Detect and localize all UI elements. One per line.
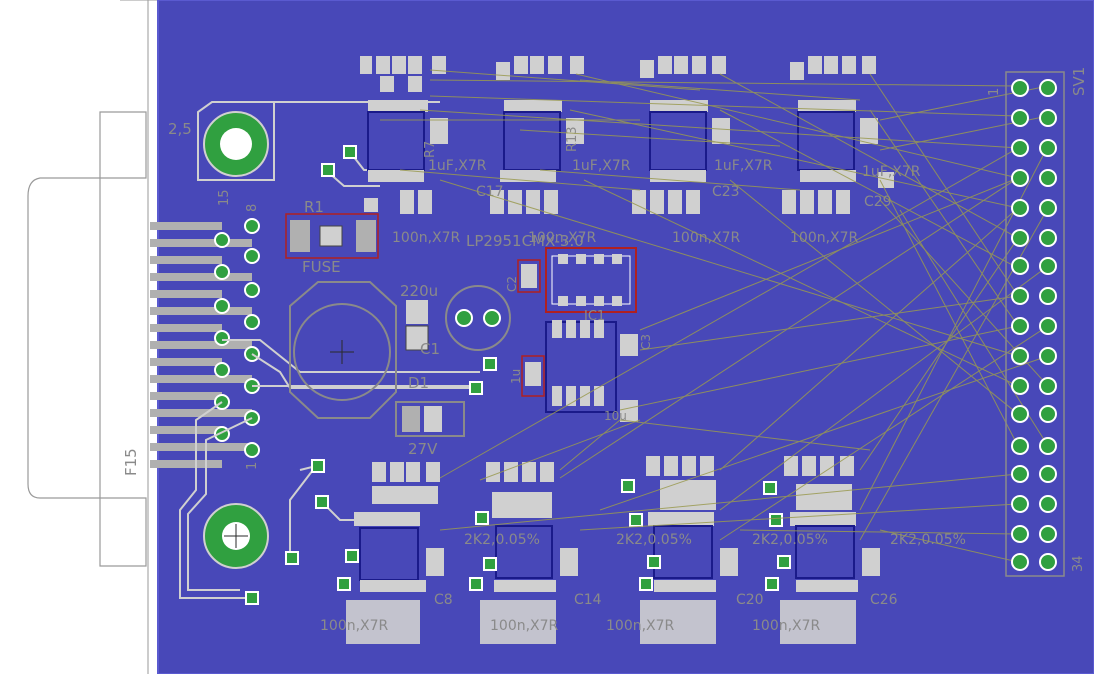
cap-220u-label: 220u <box>400 282 438 300</box>
cap-100n-label-5: 100n,X7R <box>320 618 389 634</box>
cap-1u-label: 1u <box>509 369 523 384</box>
radial-cap[interactable] <box>445 285 511 351</box>
cap-100n-label-7: 100n,X7R <box>606 618 675 634</box>
res-2k2-label-3: 2K2,0.05% <box>752 532 828 548</box>
res-2k2-label-4: 2K2,0.05% <box>890 532 966 548</box>
bottom-cluster-2[interactable] <box>480 462 578 644</box>
pin-8-label: 8 <box>245 204 260 212</box>
r13-label: R13 <box>565 126 580 152</box>
res-2k2-label-1: 2K2,0.05% <box>464 532 540 548</box>
v27-label: 27V <box>408 440 438 458</box>
mounting-hole-top <box>203 111 269 177</box>
cap-100n-label-1: 100n,X7R <box>392 230 461 246</box>
connector-label: F15 <box>122 448 140 476</box>
header-pins <box>1011 79 1057 571</box>
header-pin-1-label: 1 <box>987 88 1002 96</box>
cap-c8-label: C8 <box>434 592 453 608</box>
res-2k2-label-2: 2K2,0.05% <box>616 532 692 548</box>
top-cluster-4[interactable] <box>782 56 894 214</box>
board-edge <box>157 0 1094 674</box>
cap-c20-label: C20 <box>736 592 764 608</box>
capacitor-c1[interactable] <box>289 281 397 419</box>
c3-label: C3 <box>639 334 653 350</box>
cap-c17-label: C17 <box>476 184 504 200</box>
top-cluster-2[interactable] <box>490 56 584 214</box>
cap-c23-label: C23 <box>712 184 740 200</box>
fuse-label: FUSE <box>302 258 341 276</box>
header-pin-34-label: 34 <box>1071 555 1086 572</box>
bottom-cluster-4[interactable] <box>780 456 880 644</box>
connector-fingers <box>150 222 252 468</box>
cap-1uf-label-1: 1uF,X7R <box>428 158 487 174</box>
ic1-regulator[interactable] <box>545 247 637 313</box>
power-traces <box>179 101 480 599</box>
bottom-cluster-1[interactable] <box>346 462 444 644</box>
cap-c29-label: C29 <box>864 194 892 210</box>
cap-1uf-label-3: 1uF,X7R <box>714 158 773 174</box>
cap-c14-label: C14 <box>574 592 602 608</box>
pin-15-label: 15 <box>217 189 232 206</box>
bottom-cluster-3[interactable] <box>640 456 738 644</box>
capacitor-1u[interactable] <box>521 355 545 397</box>
cap-10u-label: 10u <box>604 409 627 423</box>
cap-100n-label-8: 100n,X7R <box>752 618 821 634</box>
c2-label: C2 <box>505 276 519 292</box>
ic-label: LP2951CMX-3.0 <box>466 232 584 250</box>
header-label: SV1 <box>1070 67 1088 96</box>
cap-c26-label: C26 <box>870 592 898 608</box>
cap-100n-label-4: 100n,X7R <box>790 230 859 246</box>
fuse-r1[interactable] <box>285 213 379 259</box>
diode-d1[interactable] <box>395 401 465 437</box>
cap-100n-label-6: 100n,X7R <box>490 618 559 634</box>
cap-100n-label-2: 100n,X7R <box>528 230 597 246</box>
misc-pads[interactable] <box>245 145 791 605</box>
d1-label: D1 <box>408 374 429 392</box>
c1-label: C1 <box>420 340 440 358</box>
connector-pads[interactable] <box>214 218 260 458</box>
capacitor-c2[interactable] <box>517 259 541 293</box>
cap-1uf-label-2: 1uF,X7R <box>572 158 631 174</box>
capacitor-c1-pads[interactable] <box>405 300 429 351</box>
top-cluster-1[interactable] <box>360 56 448 214</box>
hole-size-label: 2,5 <box>168 120 192 138</box>
ic-block-center[interactable] <box>545 320 638 422</box>
r7-label: R7 <box>423 141 438 158</box>
r1-label: R1 <box>304 198 324 216</box>
mounting-hole-bottom <box>203 503 269 569</box>
header-sv1[interactable] <box>1005 71 1065 577</box>
pin-1-label: 1 <box>245 462 260 470</box>
db15-connector-outline <box>27 0 158 674</box>
